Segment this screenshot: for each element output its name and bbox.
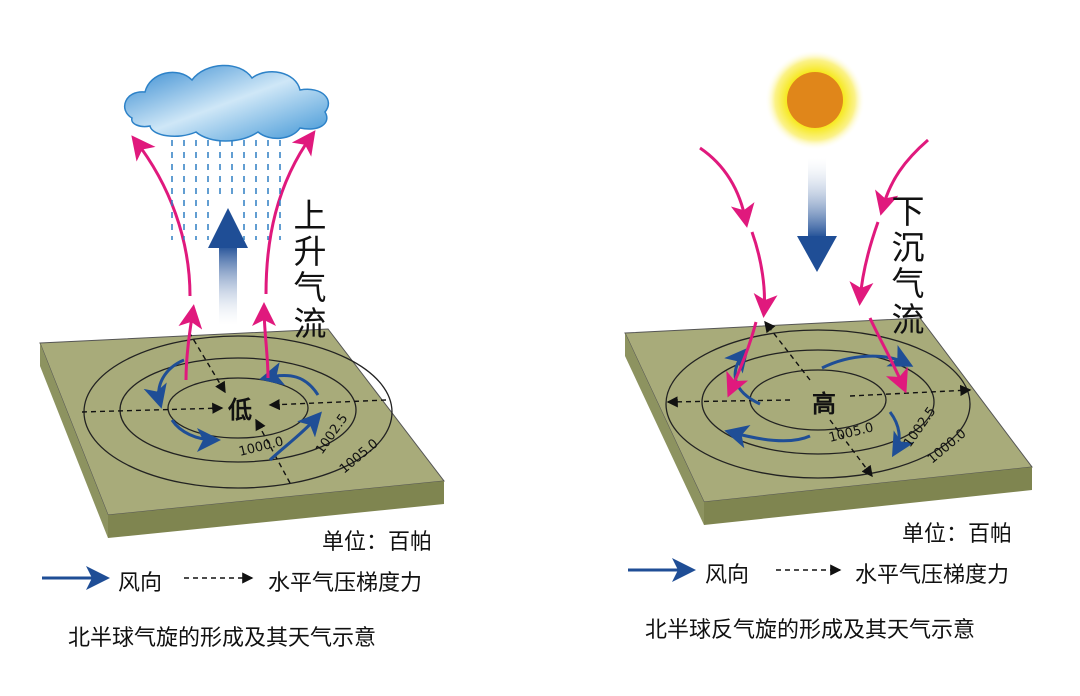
right-panel: 高 1005.0 1002.5 1000.0 [624,50,1033,525]
updraft-label-char: 升 [293,232,327,271]
updraft-arrow [208,208,248,325]
caption-left: 北半球气旋的形成及其天气示意 [68,626,377,651]
isobars-left [83,335,393,489]
downdraft-label-char: 流 [891,300,925,339]
unit-label-left: 单位：百帕 [322,530,433,555]
unit-label-right: 单位：百帕 [902,522,1013,547]
wind-arrows-left [143,358,322,462]
rain-lines [171,140,281,240]
legend-wind-label-left: 风向 [118,571,163,596]
sun-icon [765,50,865,150]
left-panel: 低 1000.0 1002.5 1005.0 [39,64,445,538]
caption-right: 北半球反气旋的形成及其天气示意 [645,618,976,643]
updraft-label: 上 升 气 流 [292,198,328,342]
sinking-airflow-arrows [699,138,929,398]
downdraft-label: 下 沉 气 流 [890,194,926,338]
updraft-label-char: 上 [293,196,327,235]
ground-plate-right [624,317,1033,525]
downdraft-label-char: 下 [891,192,925,231]
downdraft-label-char: 气 [891,264,925,303]
updraft-label-char: 气 [293,268,327,307]
rain-cloud [123,64,330,142]
downdraft-arrow [797,158,837,272]
updraft-label-char: 流 [293,304,327,343]
ground-plate-left [39,328,445,538]
high-pressure-label: 高 [812,390,836,418]
legend-wind-label-right: 风向 [705,563,750,588]
downdraft-label-char: 沉 [891,228,925,267]
legend-pressure-label-right: 水平气压梯度力 [855,563,1010,588]
pressure-gradient-lines-left [81,331,387,484]
pressure-gradient-lines-right [666,320,972,478]
isobars-right [665,329,971,479]
low-pressure-label: 低 [227,396,252,424]
legend-pressure-label-left: 水平气压梯度力 [268,571,423,596]
rising-airflow-arrows [131,130,316,381]
